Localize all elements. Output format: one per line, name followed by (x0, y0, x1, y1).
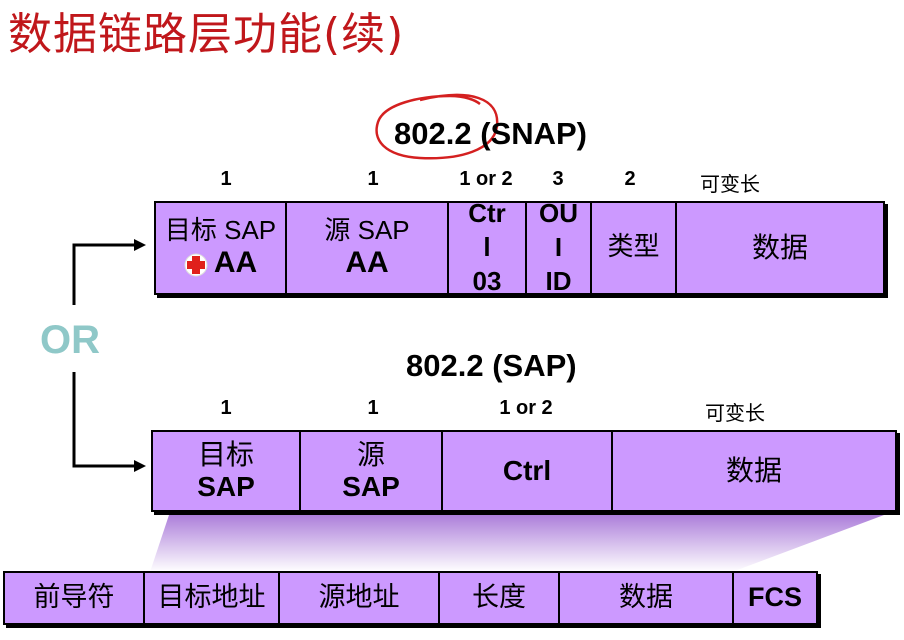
page-title: 数据链路层功能(续) (8, 9, 405, 60)
ethernet-frame: 前导符 目标地址 源地址 长度 数据 FCS (3, 571, 818, 625)
sap-ssap-field: 源 SAP (301, 432, 443, 510)
snap-type-field: 类型 (592, 203, 677, 293)
sap-size-data: 可变长 (705, 401, 765, 425)
snap-header: 802.2 (SNAP) (394, 116, 587, 151)
arrow-head-bottom (134, 460, 146, 472)
snap-ctrl-line3: 03 (472, 265, 502, 293)
or-connector-arrows (72, 243, 136, 468)
snap-ctrl-line1: Ctr (468, 203, 506, 229)
sap-header: 802.2 (SAP) (406, 348, 577, 383)
snap-dsap-label: 目标 SAP (164, 214, 277, 245)
frame-field-length: 长度 (440, 573, 560, 623)
snap-ssap-label: 源 SAP (324, 214, 410, 245)
sap-ssap-line1: 源 (356, 437, 385, 471)
snap-ctrl-field: Ctr l 03 (449, 203, 527, 293)
frame-field-dest-address: 目标地址 (145, 573, 280, 623)
snap-ctrl-line2: l (483, 232, 491, 263)
snap-ssap-value: AA (345, 245, 389, 279)
snap-data-field: 数据 (677, 203, 883, 293)
snap-oui-field: OU I ID (527, 203, 592, 293)
frame-field-preamble: 前导符 (5, 573, 145, 623)
frame-field-fcs: FCS (734, 573, 816, 623)
sap-dsap-line2: SAP (197, 471, 255, 502)
highlight-circle (375, 93, 499, 160)
snap-frame: 目标 SAP AA 源 SAP AA Ctr l 03 OU I ID 类型 数… (154, 201, 885, 295)
frame-field-data-label: 数据 (619, 582, 673, 614)
snap-size-dsap: 1 (220, 168, 232, 190)
sap-data-field: 数据 (613, 432, 895, 510)
sap-ctrl-field: Ctrl (443, 432, 613, 510)
snap-ssap-field: 源 SAP AA (287, 203, 449, 293)
snap-size-oui: 3 (552, 168, 564, 190)
snap-oui-line2: I (554, 232, 563, 263)
sap-size-ssap: 1 (367, 397, 379, 419)
red-cross-icon (184, 251, 208, 277)
frame-field-data: 数据 (560, 573, 734, 623)
frame-field-preamble-label: 前导符 (33, 582, 115, 614)
snap-dsap-value: AA (213, 245, 258, 279)
arrow-head-top (134, 239, 146, 251)
sap-data-label: 数据 (725, 453, 782, 487)
sap-dsap-line1: 目标 (197, 437, 254, 471)
snap-size-ssap: 1 (367, 168, 379, 190)
snap-oui-line1: OU (539, 203, 578, 229)
snap-size-ctrl: 1 or 2 (459, 168, 513, 190)
sap-size-ctrl: 1 or 2 (499, 397, 553, 419)
sap-dsap-field: 目标 SAP (153, 432, 301, 510)
snap-oui-line3: ID (545, 265, 572, 293)
snap-type-label: 类型 (607, 232, 660, 263)
sap-ssap-line2: SAP (342, 471, 400, 502)
frame-field-src-address-label: 源地址 (318, 582, 400, 614)
frame-field-fcs-label: FCS (748, 582, 802, 613)
frame-field-dest-address-label: 目标地址 (157, 582, 266, 614)
snap-data-label: 数据 (751, 230, 808, 264)
frame-field-src-address: 源地址 (280, 573, 440, 623)
snap-dsap-field: 目标 SAP AA (156, 203, 287, 293)
sap-size-dsap: 1 (220, 397, 232, 419)
funnel-shape (150, 512, 892, 572)
frame-field-length-label: 长度 (472, 582, 526, 614)
sap-frame: 目标 SAP 源 SAP Ctrl 数据 (151, 430, 897, 512)
sap-ctrl-label: Ctrl (502, 454, 552, 486)
snap-size-data: 可变长 (700, 172, 760, 196)
snap-size-type: 2 (624, 168, 636, 190)
or-label: OR (40, 318, 100, 362)
